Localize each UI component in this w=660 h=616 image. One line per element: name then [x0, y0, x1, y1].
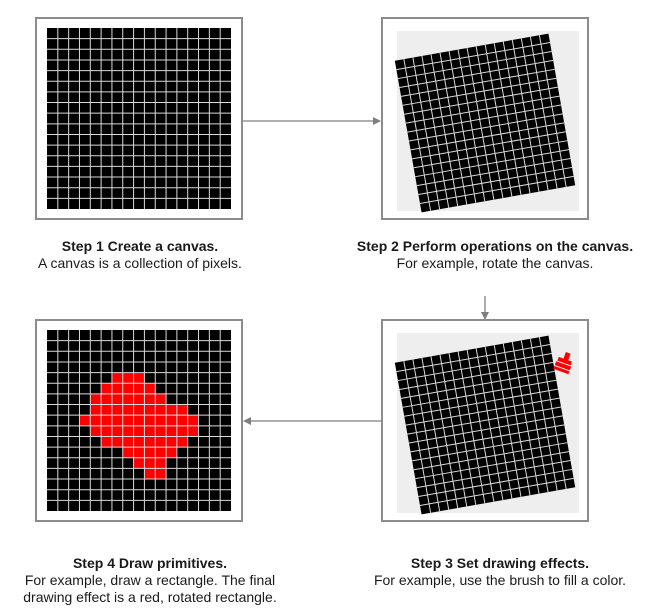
filled-pixel — [144, 468, 156, 480]
filled-pixel — [133, 457, 145, 469]
filled-pixel — [176, 404, 188, 416]
pixel-grid-lines — [396, 35, 574, 211]
filled-pixel — [111, 404, 123, 416]
filled-pixel — [144, 393, 156, 405]
step1-panel — [35, 17, 243, 220]
step4-title: Step 4 Draw primitives. — [72, 555, 228, 571]
filled-pixel — [144, 383, 156, 394]
filled-pixel — [133, 393, 145, 405]
step2-rotated-canvas — [394, 31, 579, 213]
filled-pixel — [155, 468, 167, 480]
filled-pixel — [187, 415, 199, 426]
filled-pixel — [155, 404, 167, 416]
filled-pixel — [187, 425, 199, 437]
filled-pixel — [176, 425, 188, 437]
filled-pixel — [166, 447, 177, 458]
filled-pixel — [155, 425, 167, 437]
filled-pixel — [176, 415, 188, 426]
filled-pixel — [111, 425, 123, 437]
filled-pixel — [144, 436, 156, 448]
canvas-background — [394, 335, 576, 515]
step4-pixel-grid — [47, 330, 231, 511]
filled-pixel — [166, 415, 177, 426]
filled-pixel — [111, 436, 123, 448]
filled-pixel — [122, 415, 134, 426]
filled-pixel — [122, 425, 134, 437]
filled-pixel — [90, 425, 102, 437]
step4-panel — [35, 319, 243, 522]
canvas-background — [47, 28, 231, 209]
filled-pixel — [144, 457, 156, 469]
filled-pixel — [166, 404, 177, 416]
step1-description: A canvas is a collection of pixels. — [38, 255, 242, 271]
filled-pixel — [101, 383, 112, 394]
step4-description: For example, draw a rectangle. The final… — [23, 572, 277, 605]
filled-pixel — [90, 404, 102, 416]
step1-pixel-grid — [47, 28, 231, 209]
step3-rotated-canvas — [394, 333, 579, 515]
step4-caption: Step 4 Draw primitives. For example, dra… — [20, 555, 280, 606]
filled-pixel — [133, 436, 145, 448]
step2-caption: Step 2 Perform operations on the canvas.… — [330, 238, 660, 272]
filled-pixel — [122, 393, 134, 405]
filled-pixel — [133, 372, 145, 384]
filled-pixel — [133, 404, 145, 416]
step3-description: For example, use the brush to fill a col… — [373, 572, 627, 588]
brush-icon — [553, 351, 572, 375]
pixel-grid-lines — [47, 330, 231, 511]
filled-pixel — [101, 404, 112, 416]
filled-pixel — [155, 436, 167, 448]
filled-pixel — [79, 415, 91, 426]
filled-pixel — [101, 393, 112, 405]
filled-pixel — [122, 383, 134, 394]
filled-pixel — [101, 415, 112, 426]
pixel-grid-lines — [47, 28, 231, 209]
filled-pixel — [133, 383, 145, 394]
filled-pixel — [166, 436, 177, 448]
arrow-step3-to-step4 — [243, 417, 381, 425]
step1-caption: Step 1 Create a canvas. A canvas is a co… — [10, 238, 270, 272]
filled-pixel — [155, 393, 167, 405]
filled-pixel — [133, 447, 145, 458]
arrow-step2-to-step3 — [481, 296, 489, 320]
step3-caption: Step 3 Set drawing effects. For example,… — [340, 555, 660, 589]
step2-description: For example, rotate the canvas. — [396, 255, 594, 271]
filled-pixel — [155, 457, 167, 469]
filled-pixel — [133, 415, 145, 426]
filled-pixel — [90, 415, 102, 426]
filled-pixel — [101, 425, 112, 437]
step2-panel — [381, 17, 589, 220]
filled-pixel — [101, 436, 112, 448]
arrow-step1-to-step2 — [243, 117, 381, 125]
filled-pixel — [111, 415, 123, 426]
filled-pixel — [122, 404, 134, 416]
filled-pixel — [122, 372, 134, 384]
step1-title: Step 1 Create a canvas. — [61, 238, 219, 254]
filled-pixel — [122, 447, 134, 458]
filled-pixel — [144, 404, 156, 416]
step2-title: Step 2 Perform operations on the canvas. — [356, 238, 634, 254]
filled-pixel — [111, 393, 123, 405]
step3-panel — [381, 319, 589, 522]
filled-pixel — [144, 447, 156, 458]
filled-pixel — [90, 393, 102, 405]
filled-pixel — [166, 425, 177, 437]
filled-pixel — [133, 425, 145, 437]
filled-pixel — [111, 372, 123, 384]
filled-pixel — [155, 415, 167, 426]
filled-pixel — [155, 447, 167, 458]
canvas-background — [394, 33, 576, 213]
filled-pixel — [111, 383, 123, 394]
step3-title: Step 3 Set drawing effects. — [410, 555, 590, 571]
filled-pixel — [176, 436, 188, 448]
pixel-grid-lines — [396, 337, 574, 513]
filled-pixel — [122, 436, 134, 448]
filled-pixel — [144, 415, 156, 426]
filled-pixel — [144, 425, 156, 437]
